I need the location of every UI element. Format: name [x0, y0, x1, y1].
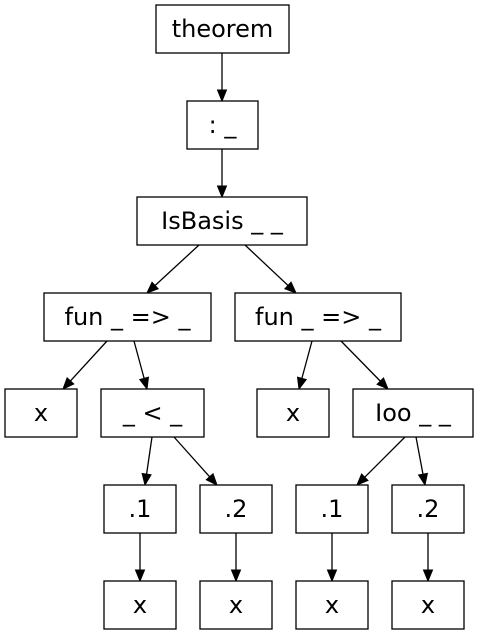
tree-node: x — [391, 580, 465, 630]
tree-node: .2 — [199, 484, 273, 534]
edge-arrow — [244, 244, 297, 294]
edge-arrow — [146, 244, 200, 294]
arrowhead-icon — [146, 281, 160, 294]
tree-node: fun _ => _ — [43, 292, 212, 342]
arrowhead-icon — [326, 569, 338, 583]
node-box — [43, 292, 212, 342]
node-label: Ioo _ _ — [375, 399, 452, 427]
tree-node: Ioo _ _ — [352, 388, 474, 438]
edge-arrow — [422, 533, 434, 583]
edge-line — [415, 436, 424, 475]
edge-arrow — [173, 436, 218, 486]
edge-line — [145, 436, 153, 475]
edge-arrow — [230, 533, 242, 583]
arrowhead-icon — [417, 472, 429, 487]
node-box — [186, 100, 259, 150]
node-label: .2 — [225, 495, 248, 523]
edge-arrow — [415, 436, 429, 487]
node-label: .2 — [417, 495, 440, 523]
tree-node: IsBasis _ _ — [136, 196, 308, 246]
tree-node: x — [103, 580, 177, 630]
node-box — [295, 484, 369, 534]
nodes-layer: theorem : _ IsBasis _ _fun _ => _ fun _ => … — [4, 4, 474, 630]
edge-line — [301, 340, 313, 379]
tree-node: x — [199, 580, 273, 630]
node-label: x — [133, 591, 147, 619]
arrowhead-icon — [216, 89, 228, 103]
node-box — [4, 388, 78, 438]
edge-line — [133, 340, 145, 379]
node-label: IsBasis _ _ — [161, 207, 284, 235]
arrowhead-icon — [205, 472, 218, 486]
edge-arrow — [133, 340, 150, 391]
arrowhead-icon — [138, 376, 150, 391]
node-label: .1 — [129, 495, 152, 523]
edge-arrow — [141, 436, 153, 487]
tree-node: _ < _ — [100, 388, 205, 438]
edges-layer — [62, 53, 434, 583]
node-label: x — [229, 591, 243, 619]
node-label: x — [34, 399, 48, 427]
node-box — [100, 388, 205, 438]
node-label: : _ — [209, 111, 238, 139]
node-label: fun _ => _ — [65, 303, 192, 331]
tree-node: .1 — [295, 484, 369, 534]
tree-node: x — [256, 388, 330, 438]
edge-arrow — [296, 340, 313, 391]
edge-arrow — [340, 340, 389, 390]
arrowhead-icon — [216, 185, 228, 199]
tree-node: theorem — [155, 4, 290, 54]
node-label: x — [286, 399, 300, 427]
edge-line — [364, 436, 406, 478]
node-box — [391, 484, 465, 534]
arrowhead-icon — [422, 569, 434, 583]
node-box — [199, 484, 273, 534]
node-box — [136, 196, 308, 246]
arrowhead-icon — [356, 473, 369, 486]
node-label: _ < _ — [122, 399, 183, 427]
arrowhead-icon — [376, 377, 389, 390]
tree-node: x — [4, 388, 78, 438]
node-box — [352, 388, 474, 438]
edge-arrow — [326, 533, 338, 583]
node-box — [391, 580, 465, 630]
arrowhead-icon — [141, 472, 152, 487]
node-label: x — [421, 591, 435, 619]
arrowhead-icon — [62, 376, 75, 390]
node-box — [155, 4, 290, 54]
edge-line — [69, 340, 108, 382]
node-box — [103, 580, 177, 630]
edge-line — [244, 244, 289, 286]
tree-node: : _ — [186, 100, 259, 150]
tree-node: x — [295, 580, 369, 630]
node-label: fun _ => _ — [255, 303, 382, 331]
edge-arrow — [134, 533, 146, 583]
arrowhead-icon — [134, 569, 146, 583]
node-label: x — [325, 591, 339, 619]
edge-arrow — [216, 53, 228, 103]
edge-line — [173, 436, 211, 478]
tree-node: fun _ => _ — [234, 292, 402, 342]
node-box — [295, 580, 369, 630]
arrowhead-icon — [296, 376, 308, 391]
edge-arrow — [356, 436, 406, 486]
node-box — [199, 580, 273, 630]
arrowhead-icon — [284, 281, 297, 294]
node-box — [234, 292, 402, 342]
tree-node: .2 — [391, 484, 465, 534]
node-label: theorem — [172, 15, 274, 43]
node-box — [103, 484, 177, 534]
edge-arrow — [216, 149, 228, 199]
node-label: .1 — [321, 495, 344, 523]
edge-line — [154, 244, 200, 287]
node-box — [256, 388, 330, 438]
edge-line — [340, 340, 381, 382]
edge-arrow — [62, 340, 108, 390]
arrowhead-icon — [230, 569, 242, 583]
tree-node: .1 — [103, 484, 177, 534]
